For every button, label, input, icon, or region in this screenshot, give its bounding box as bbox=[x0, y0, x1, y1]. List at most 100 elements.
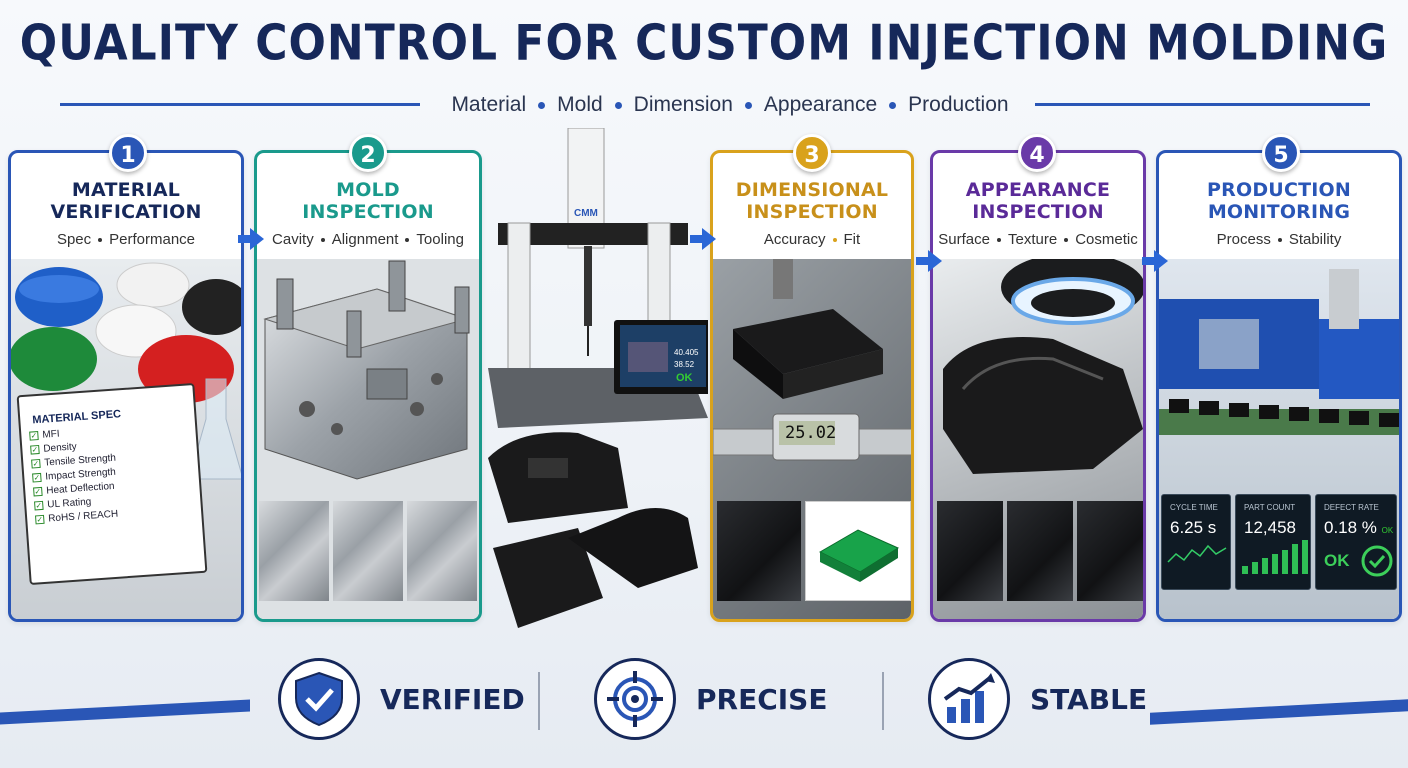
decor-stripe bbox=[1150, 699, 1408, 725]
resin-pellets-illustration bbox=[11, 262, 241, 480]
target-icon bbox=[594, 658, 676, 740]
bottom-banner: VERIFIED PRECISE bbox=[0, 640, 1408, 768]
dimension-photo: 25.02 bbox=[713, 259, 911, 619]
card-subtitle: Spec Performance bbox=[11, 231, 241, 248]
bullet-dot bbox=[996, 237, 1001, 242]
checkbox-icon: ✓ bbox=[32, 472, 42, 483]
card-title: DIMENSIONAL INSPECTION bbox=[713, 179, 911, 223]
panel-value: 12,458 bbox=[1244, 518, 1296, 537]
bullet-dot bbox=[832, 237, 837, 242]
cmm-graphic bbox=[488, 127, 714, 628]
tooling-closeup bbox=[407, 501, 477, 601]
badge-label: VERIFIED bbox=[380, 682, 525, 716]
status-row: OK bbox=[1324, 544, 1396, 578]
caliper-illustration bbox=[713, 259, 911, 461]
card-header: PRODUCTION MONITORING Process Stability bbox=[1159, 153, 1399, 257]
card-sub-item: Tooling bbox=[416, 231, 464, 248]
card-title-line1: DIMENSIONAL bbox=[735, 179, 889, 201]
checkbox-icon: ✓ bbox=[30, 444, 40, 455]
card-subtitle: Process Stability bbox=[1159, 231, 1399, 248]
status-ok: OK bbox=[1324, 551, 1350, 570]
bullet-dot bbox=[320, 237, 325, 242]
card-header: MATERIAL VERIFICATION Spec Performance bbox=[11, 153, 241, 257]
decor-stripe bbox=[0, 699, 250, 725]
bullet-dot bbox=[1064, 237, 1069, 242]
subheader-item-material: Material bbox=[451, 93, 527, 116]
card-title: MATERIAL VERIFICATION bbox=[11, 179, 241, 223]
cmm-screen-readout: 40.405 bbox=[674, 348, 699, 357]
bullet-dot bbox=[614, 101, 622, 109]
panel-value: 0.18 % OK bbox=[1324, 518, 1396, 538]
edge-texture-sample bbox=[1007, 501, 1073, 601]
arrow-right-icon bbox=[690, 228, 716, 250]
subheader-item-dimension: Dimension bbox=[633, 93, 733, 116]
cmm-label: CMM bbox=[574, 208, 598, 219]
material-spec-clipboard: MATERIAL SPEC ✓MFI ✓Density ✓Tensile Str… bbox=[16, 383, 208, 585]
card-header: DIMENSIONAL INSPECTION Accuracy Fit bbox=[713, 153, 911, 257]
card-sub-item: Cosmetic bbox=[1075, 231, 1138, 248]
subheader-item-appearance: Appearance bbox=[763, 93, 878, 116]
bullet-dot bbox=[98, 237, 103, 242]
material-photo: MATERIAL SPEC ✓MFI ✓Density ✓Tensile Str… bbox=[11, 259, 241, 619]
card-subtitle: Cavity Alignment Tooling bbox=[257, 231, 479, 248]
sparkline-icon bbox=[1167, 544, 1227, 563]
page-title: QUALITY CONTROL FOR CUSTOM INJECTION MOL… bbox=[19, 14, 1389, 73]
bullet-dot bbox=[405, 237, 410, 242]
bullet-dot bbox=[1277, 237, 1282, 242]
defect-rate-panel: DEFECT RATE 0.18 % OK OK bbox=[1315, 494, 1397, 590]
step-badge-5: 5 bbox=[1262, 134, 1300, 172]
surface-texture-sample bbox=[937, 501, 1003, 601]
cmm-machine-illustration: CMM 40.405 38.52 OK bbox=[488, 127, 714, 638]
checkbox-icon: ✓ bbox=[31, 458, 41, 469]
caliper-reading: 25.02 bbox=[785, 423, 837, 443]
card-sub-item: Stability bbox=[1288, 231, 1342, 248]
card-title-line1: MATERIAL bbox=[71, 179, 181, 201]
subheader-item-production: Production bbox=[908, 93, 1009, 116]
shield-check-icon bbox=[278, 658, 360, 740]
injection-machine-illustration bbox=[1159, 269, 1399, 435]
bullet-dot bbox=[538, 101, 546, 109]
spec-item: Tensile Strength bbox=[43, 452, 117, 469]
arrow-right-icon bbox=[238, 228, 264, 250]
checkbox-icon: ✓ bbox=[34, 500, 44, 511]
cavity-closeup bbox=[259, 501, 329, 601]
spec-item: UL Rating bbox=[46, 496, 92, 511]
step-badge-3: 3 bbox=[793, 134, 831, 172]
divider bbox=[538, 672, 540, 730]
card-sub-item: Spec bbox=[56, 231, 92, 248]
growth-graphic bbox=[943, 673, 995, 723]
card-sub-item: Cavity bbox=[272, 231, 314, 248]
card-subtitle: Surface Texture Cosmetic bbox=[933, 231, 1143, 248]
card-title-line2: INSPECTION bbox=[302, 201, 434, 223]
spec-item: MFI bbox=[42, 428, 60, 441]
cmm-screen-readout: 38.52 bbox=[674, 360, 695, 369]
arrow-right-icon bbox=[916, 250, 942, 272]
panel-value: 6.25 s bbox=[1170, 518, 1217, 537]
step-badge-1: 1 bbox=[109, 134, 147, 172]
card-title: APPEARANCE INSPECTION bbox=[933, 179, 1143, 223]
card-title: PRODUCTION MONITORING bbox=[1159, 179, 1399, 223]
shield-graphic bbox=[295, 671, 343, 727]
cosmetic-sample bbox=[1077, 501, 1143, 601]
bullet-dot bbox=[744, 101, 752, 109]
target-graphic bbox=[607, 671, 663, 727]
defect-rate-value: 0.18 % bbox=[1324, 518, 1377, 537]
card-sub-item: Process bbox=[1216, 231, 1271, 248]
card-header: MOLD INSPECTION Cavity Alignment Tooling bbox=[257, 153, 479, 257]
cycle-time-panel: CYCLE TIME 6.25 s bbox=[1161, 494, 1231, 590]
arrow-right-icon bbox=[1142, 250, 1168, 272]
card-title-line1: MOLD bbox=[336, 179, 400, 201]
step-badge-4: 4 bbox=[1018, 134, 1056, 172]
subheader-rule-left bbox=[60, 103, 420, 106]
card-title-line2: INSPECTION bbox=[972, 201, 1104, 223]
spec-item: Density bbox=[43, 441, 78, 455]
spec-item: RoHS / REACH bbox=[47, 508, 119, 525]
card-subtitle: Accuracy Fit bbox=[713, 231, 911, 248]
alignment-closeup bbox=[333, 501, 403, 601]
subheader-bar: Material Mold Dimension Appearance Produ… bbox=[0, 92, 1408, 118]
subheader-rule-right bbox=[1035, 103, 1370, 106]
badge-label: PRECISE bbox=[696, 682, 828, 716]
growth-chart-icon bbox=[928, 658, 1010, 740]
cad-scan-view bbox=[805, 501, 911, 601]
part-count-panel: PART COUNT 12,458 bbox=[1235, 494, 1311, 590]
